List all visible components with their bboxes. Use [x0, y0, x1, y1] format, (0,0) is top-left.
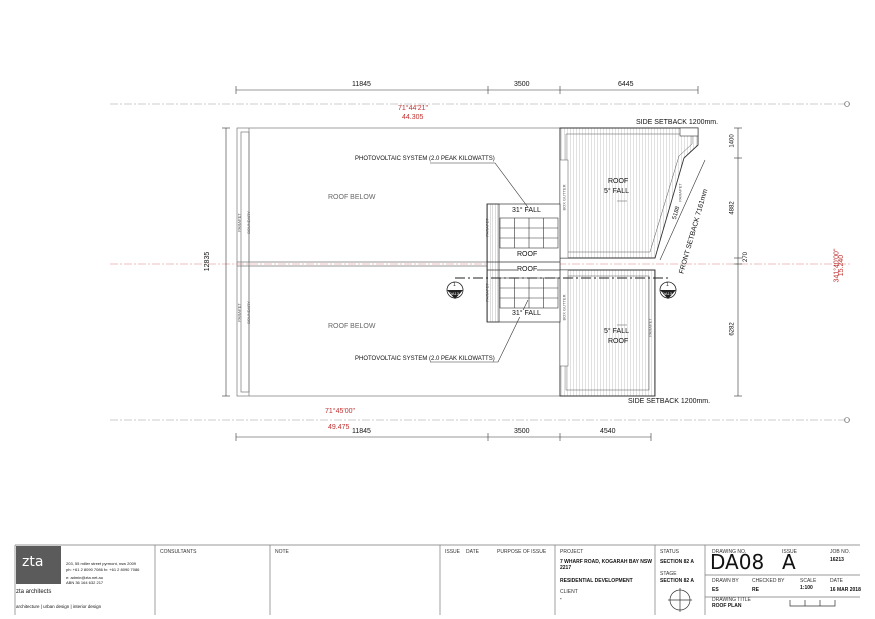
fall-31-lower: 31° FALL — [512, 310, 541, 317]
parapet-centre-lower: PARAPET — [484, 283, 490, 302]
status-value: SECTION 82 A — [660, 559, 694, 565]
bottom-dim-3: 4540 — [600, 428, 616, 435]
checked-by: RE — [752, 587, 759, 593]
date-label: DATE — [830, 578, 843, 584]
parapet-left-lower: PARAPET — [236, 303, 242, 322]
date-col-label: DATE — [466, 549, 479, 555]
fall-lower: 5° FALL — [604, 328, 629, 335]
job-no-label: JOB NO. — [830, 549, 851, 555]
issue-no: A — [782, 550, 796, 574]
right-dim-1: 1400 — [729, 134, 736, 148]
top-dim-1: 11845 — [352, 81, 371, 88]
pv-label-lower: PHOTOVOLTAIC SYSTEM (2.0 PEAK KILOWATTS) — [355, 356, 495, 362]
section-marker-right — [659, 281, 677, 299]
fall-upper: 5° FALL — [604, 188, 629, 195]
pv-array-upper — [499, 217, 559, 249]
bottom-dim-1: 11845 — [352, 428, 371, 435]
firm-tagline: architecture | urban design | interior d… — [16, 604, 102, 609]
leader-lines — [430, 159, 706, 363]
boundary-left-upper: BOUNDARY — [245, 211, 251, 234]
drawing-no-label: DRAWING NO. — [712, 549, 747, 555]
bottom-distance: 49.475 — [328, 424, 350, 431]
client-label: CLIENT — [560, 589, 578, 595]
drawn-by-label: DRAWN BY — [712, 578, 739, 584]
left-dim: 12835 — [204, 251, 212, 272]
roof-label-upper: ROOF — [608, 178, 629, 185]
right-dimension-chain — [734, 127, 742, 397]
firm-address: 203, 55 miller street pyrmont, nsw 2009 — [66, 561, 137, 566]
ridge-roof-lower: ROOF — [517, 266, 538, 273]
parapet-centre-upper: PARAPET — [484, 218, 490, 237]
status-label: STATUS — [660, 549, 679, 555]
boundary-left-lower: BOUNDARY — [245, 301, 251, 324]
firm-email: e: admin@zta.net.au — [66, 575, 103, 580]
issue-col-label: ISSUE — [445, 549, 461, 555]
stage-value: SECTION 82 A — [660, 578, 694, 584]
scale-bar-icon — [789, 600, 836, 607]
parapet-left-upper: PARAPET — [236, 213, 242, 232]
roof-below-upper: ROOF BELOW — [328, 194, 376, 201]
title-block-frame — [14, 544, 860, 615]
box-gutter-lower: BOX GUTTER — [561, 294, 567, 321]
drawing-no: DA08 — [710, 550, 765, 574]
top-dim-3: 6445 — [618, 81, 634, 88]
top-dimension-chain — [235, 86, 699, 94]
right-dim-3: 270 — [743, 251, 750, 263]
ridge-roof-upper: ROOF — [517, 251, 538, 258]
consultants-label: CONSULTANTS — [160, 549, 197, 555]
right-distance: 15.240 — [838, 254, 846, 277]
project-label: PROJECT — [560, 549, 584, 555]
parapet-right-lower: PARAPET — [647, 318, 653, 337]
bottom-bearing: 71°45'00" — [325, 408, 355, 415]
scale-value: 1:100 — [800, 585, 813, 591]
section-marker-left — [446, 281, 464, 299]
bottom-dimension-chain — [235, 433, 652, 441]
right-dim-2: 4882 — [729, 201, 736, 215]
section-ref-left: DA13 — [449, 291, 460, 296]
reference-lines — [110, 103, 850, 421]
pv-array-lower — [499, 277, 559, 309]
logo: zta — [22, 554, 44, 570]
top-bearing: 71°44'21" — [398, 105, 428, 112]
section-ref-right: DA13 — [662, 291, 673, 296]
logo-block — [16, 546, 61, 584]
drawing-title: ROOF PLAN — [712, 603, 742, 609]
left-dimension — [222, 127, 230, 397]
note-label: NOTE — [275, 549, 289, 555]
drawing-title-label: DRAWING TITLE — [712, 597, 751, 603]
right-dim-4: 6282 — [729, 322, 736, 336]
roof-label-lower: ROOF — [608, 338, 629, 345]
pv-label-upper: PHOTOVOLTAIC SYSTEM (2.0 PEAK KILOWATTS) — [355, 156, 495, 162]
top-dim-2: 3500 — [514, 81, 530, 88]
firm-phone: ph: +61 2 8090 7086 fx: +61 2 8090 7086 — [66, 567, 140, 572]
project-address: 7 WHARF ROAD, KOGARAH BAY NSW 2217 — [560, 559, 652, 571]
side-setback-top: SIDE SETBACK 1200mm. — [636, 119, 719, 126]
date-value: 16 MAR 2018 — [830, 587, 861, 593]
north-arrow-icon — [668, 588, 692, 612]
client-value: - — [560, 596, 562, 602]
fall-31-upper: 31° FALL — [512, 207, 541, 214]
job-no: 16213 — [830, 557, 844, 563]
checked-by-label: CHECKED BY — [752, 578, 785, 584]
issue-no-label: ISSUE — [782, 549, 798, 555]
firm-abn: ABN 36 164 632 217 — [66, 580, 104, 585]
purpose-col-label: PURPOSE OF ISSUE — [497, 549, 547, 555]
project-type: RESIDENTIAL DEVELOPMENT — [560, 578, 633, 584]
roof-below-lower: ROOF BELOW — [328, 323, 376, 330]
section-mark-right: 1 — [666, 282, 669, 288]
firm-name: zta architects — [16, 589, 52, 595]
scale-label: SCALE — [800, 578, 817, 584]
parapet-right-upper: PARAPET — [677, 183, 683, 202]
drawn-by: ES — [712, 587, 719, 593]
stage-label: STAGE — [660, 571, 677, 577]
section-mark-left: 1 — [453, 282, 456, 288]
top-distance: 44.305 — [402, 114, 424, 121]
side-setback-bottom: SIDE SETBACK 1200mm. — [628, 398, 711, 405]
bottom-dim-2: 3500 — [514, 428, 530, 435]
box-gutter-upper: BOX GUTTER — [561, 184, 567, 211]
